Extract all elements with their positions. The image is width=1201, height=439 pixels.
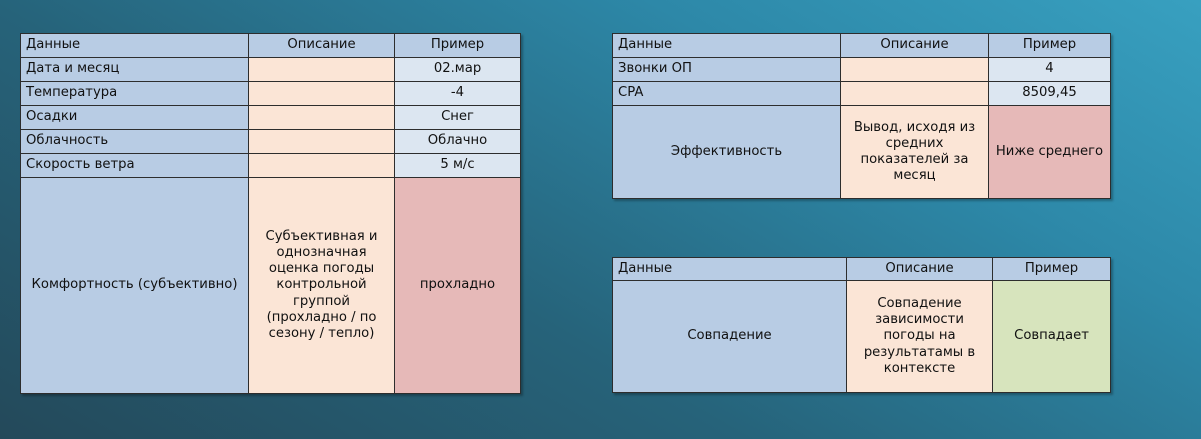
header-cell-data: Данные xyxy=(20,33,249,58)
cell-example: Снег xyxy=(394,105,521,130)
header-cell-example: Пример xyxy=(394,33,521,58)
cell-data: Скорость ветра xyxy=(20,153,249,178)
table-row: Температура -4 xyxy=(20,81,521,106)
weather-table: Данные Описание Пример Дата и месяц 02.м… xyxy=(20,33,521,394)
cell-data: Комфортность (субъективно) xyxy=(20,177,249,394)
cell-example: 4 xyxy=(988,57,1111,82)
cell-example: 02.мар xyxy=(394,57,521,82)
cell-description xyxy=(248,81,395,106)
cell-example: 8509,45 xyxy=(988,81,1111,106)
cell-example: Ниже среднего xyxy=(988,105,1111,199)
table-row: Дата и месяц 02.мар xyxy=(20,57,521,82)
cell-description: Вывод, исходя из средних показателей за … xyxy=(840,105,989,199)
header-cell-example: Пример xyxy=(992,257,1111,281)
table-row: Звонки ОП 4 xyxy=(612,57,1111,82)
match-table: Данные Описание Пример Совпадение Совпад… xyxy=(612,257,1111,393)
efficiency-table: Данные Описание Пример Звонки ОП 4 CPA 8… xyxy=(612,33,1111,199)
cell-example: Совпадает xyxy=(992,280,1111,393)
cell-data: Эффективность xyxy=(612,105,841,199)
cell-example: 5 м/с xyxy=(394,153,521,178)
table-header-row: Данные Описание Пример xyxy=(612,257,1111,281)
cell-data: CPA xyxy=(612,81,841,106)
header-cell-description: Описание xyxy=(840,33,989,58)
cell-data: Облачность xyxy=(20,129,249,154)
cell-description: Совпадение зависимости погоды на результ… xyxy=(846,280,993,393)
header-cell-data: Данные xyxy=(612,33,841,58)
cell-description xyxy=(248,105,395,130)
table-row: Скорость ветра 5 м/с xyxy=(20,153,521,178)
cell-description: Субъективная и однозначная оценка погоды… xyxy=(248,177,395,394)
table-row: Эффективность Вывод, исходя из средних п… xyxy=(612,105,1111,199)
cell-data: Осадки xyxy=(20,105,249,130)
table-row: Облачность Облачно xyxy=(20,129,521,154)
table-header-row: Данные Описание Пример xyxy=(20,33,521,58)
header-cell-data: Данные xyxy=(612,257,847,281)
table-row: Совпадение Совпадение зависимости погоды… xyxy=(612,280,1111,393)
table-row: Осадки Снег xyxy=(20,105,521,130)
cell-example: -4 xyxy=(394,81,521,106)
cell-data: Совпадение xyxy=(612,280,847,393)
table-header-row: Данные Описание Пример xyxy=(612,33,1111,58)
cell-example: прохладно xyxy=(394,177,521,394)
cell-data: Дата и месяц xyxy=(20,57,249,82)
cell-description xyxy=(840,81,989,106)
cell-data: Температура xyxy=(20,81,249,106)
cell-description xyxy=(248,129,395,154)
cell-description xyxy=(248,153,395,178)
header-cell-description: Описание xyxy=(248,33,395,58)
table-row: Комфортность (субъективно) Субъективная … xyxy=(20,177,521,394)
cell-description xyxy=(840,57,989,82)
header-cell-example: Пример xyxy=(988,33,1111,58)
cell-example: Облачно xyxy=(394,129,521,154)
table-row: CPA 8509,45 xyxy=(612,81,1111,106)
cell-data: Звонки ОП xyxy=(612,57,841,82)
cell-description xyxy=(248,57,395,82)
header-cell-description: Описание xyxy=(846,257,993,281)
